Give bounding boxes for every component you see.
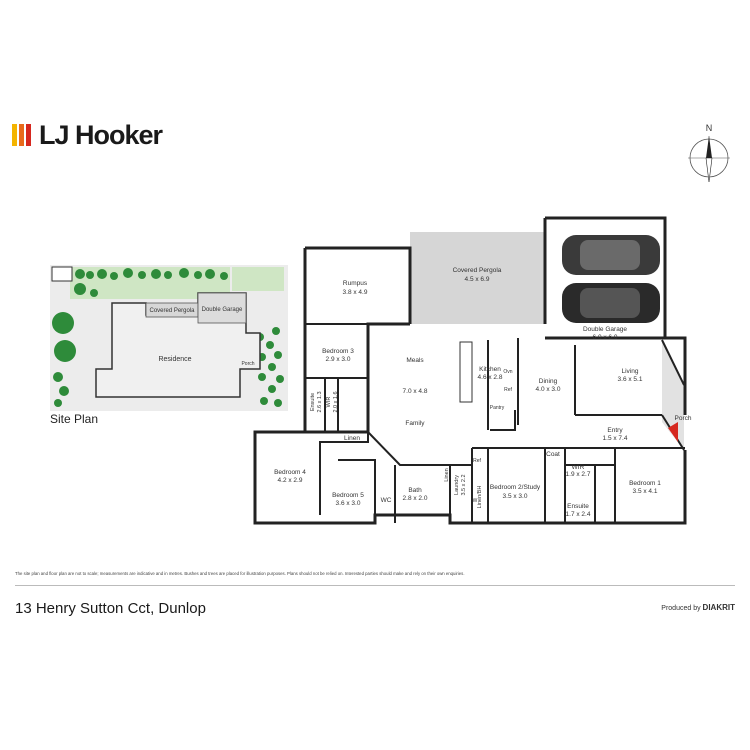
room-meals-dims: 7.0 x 4.8 [403,388,428,395]
room-linen-bh: Linen/BH [477,486,483,509]
floor-plan: Covered Pergola 4.5 x 6.9 Double Garage … [253,216,692,525]
footer-divider [15,585,735,586]
site-pergola-label: Covered Pergola [149,308,195,314]
site-garage-label: Double Garage [202,307,243,313]
car-icon [562,283,660,323]
room-double-garage-dims: 6.0 x 6.0 [593,334,618,341]
room-bedroom4: Bedroom 4 [274,469,306,476]
room-wir-master-dims: 1.9 x 2.7 [566,471,591,478]
room-dining-dims: 4.0 x 3.0 [536,386,561,393]
compass-north-label: N [706,123,713,133]
room-entry: Entry [607,427,623,434]
compass-icon: N [688,123,730,183]
room-bedroom5-dims: 3.6 x 3.0 [336,500,361,507]
produced-by-label: Produced by [661,605,701,612]
room-covered-pergola-dims: 4.5 x 6.9 [465,276,490,283]
disclaimer-text: The site plan and floor plan are not to … [15,571,465,576]
room-rumpus-dims: 3.8 x 4.9 [343,289,368,296]
pergola-area [410,232,545,324]
room-living-dims: 3.6 x 5.1 [618,376,643,383]
room-meals: Meals [406,357,424,364]
room-bath-dims: 2.8 x 2.0 [403,495,428,502]
room-double-garage: Double Garage [583,326,627,333]
brand-logo: LJ Hooker [12,119,163,150]
room-ensuite-master: Ensuite [567,503,589,510]
room-w: W [473,498,478,504]
room-entry-dims: 1.5 x 7.4 [603,435,628,442]
room-kitchen: Kitchen [479,366,501,373]
logo-bars-icon [12,124,31,146]
room-bath: Bath [408,487,422,494]
room-ovn: Ovn [503,369,512,375]
room-family: Family [405,420,425,427]
property-address: 13 Henry Sutton Cct, Dunlop [15,600,206,617]
room-laundry: Laundry [454,475,460,495]
room-ref-kitchen: Ref [504,387,512,393]
site-plan: Covered Pergola Double Garage Residence … [50,265,288,411]
site-porch-label: Porch [241,361,254,367]
room-bedroom1-dims: 3.5 x 4.1 [633,488,658,495]
room-ensuite-small: Ensuite [310,393,316,411]
site-plan-title: Site Plan [50,412,99,426]
room-covered-pergola: Covered Pergola [453,267,502,274]
room-wc: WC [381,497,392,504]
brand-name: LJ Hooker [39,119,163,150]
room-laundry-dims: 3.5 x 2.2 [461,474,467,495]
room-ensuite-master-dims: 1.7 x 2.4 [566,511,591,518]
room-wir-small: WIR [326,397,332,408]
room-bedroom4-dims: 4.2 x 2.9 [278,477,303,484]
room-bedroom5: Bedroom 5 [332,492,364,499]
site-residence-label: Residence [158,356,191,363]
producer-name: DIAKRIT [702,603,735,612]
room-ensuite-small-dims: 2.6 x 1.3 [317,391,323,412]
room-coat: Coat [546,451,560,458]
room-ref-laundry: Ref [473,458,481,464]
room-porch: Porch [675,415,692,422]
room-linen-left: Linen [344,435,360,442]
room-pantry: Pantry [490,405,505,411]
room-wir-small-dims: 2.0 x 1.6 [333,391,339,412]
producer-credit: Produced by DIAKRIT [620,603,735,612]
room-living: Living [622,368,639,375]
room-rumpus: Rumpus [343,280,368,287]
room-bedroom3: Bedroom 3 [322,348,354,355]
car-icon [562,235,660,275]
room-dining: Dining [539,378,558,385]
room-linen-mid: Linen [444,468,450,481]
entry-arrow-icon [668,422,678,442]
room-bedroom3-dims: 2.9 x 3.0 [326,356,351,363]
room-bedroom2: Bedroom 2/Study [490,484,541,491]
room-wir-master: WIR [572,464,585,471]
room-bedroom2-dims: 3.5 x 3.0 [503,493,528,500]
room-bedroom1: Bedroom 1 [629,480,661,487]
room-kitchen-dims: 4.6 x 2.8 [478,374,503,381]
